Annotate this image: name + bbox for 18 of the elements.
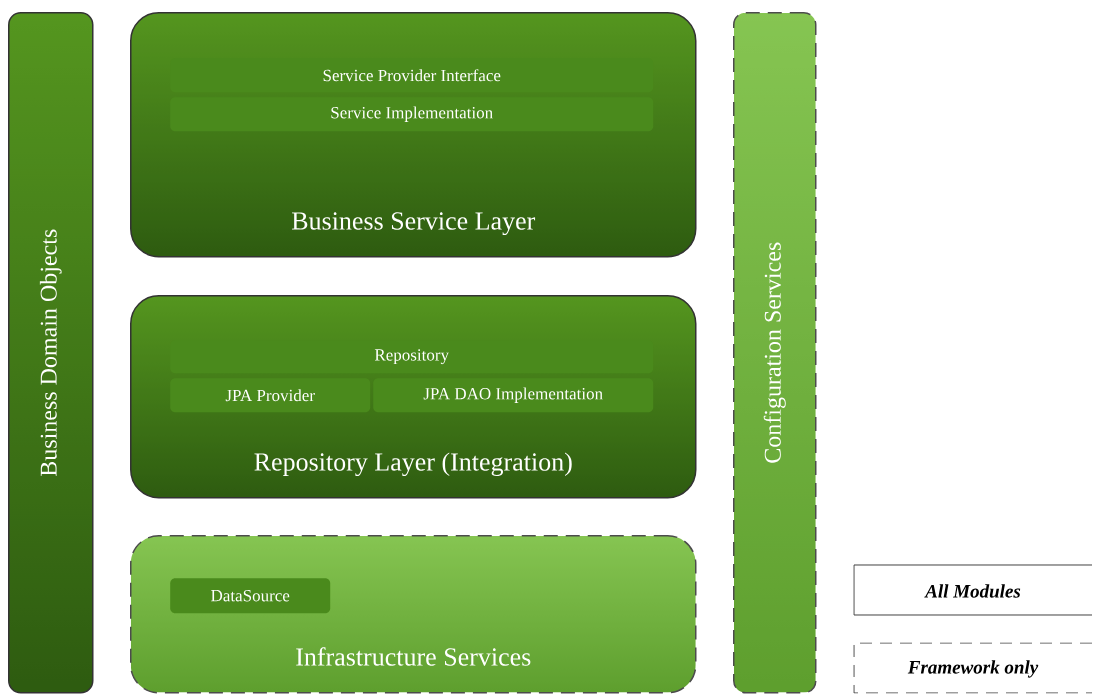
layer-label: Business Domain Objects [39, 229, 62, 477]
component-bar: JPA Provider [170, 378, 371, 413]
component-bar: Repository [170, 340, 654, 374]
layer-box [130, 535, 697, 694]
node-label: Service Provider Interface [323, 69, 501, 82]
layer-label: Infrastructure Services [296, 647, 531, 666]
layer-label: Business Service Layer [292, 212, 536, 236]
side-bar [8, 12, 94, 694]
legend-label: Framework only [907, 660, 1039, 678]
legend-label: All Modules [924, 584, 1021, 598]
component-bar: DataSource [170, 578, 331, 614]
component-bar: Service Implementation [170, 97, 654, 132]
component-bar: Service Provider Interface [170, 58, 654, 93]
node-label: Repository [374, 349, 449, 365]
component-bar: JPA DAO Implementation [373, 378, 654, 413]
layer-label: Repository Layer (Integration) [254, 452, 572, 477]
side-bar [733, 12, 817, 694]
layer-label: Configuration Services [763, 242, 786, 463]
